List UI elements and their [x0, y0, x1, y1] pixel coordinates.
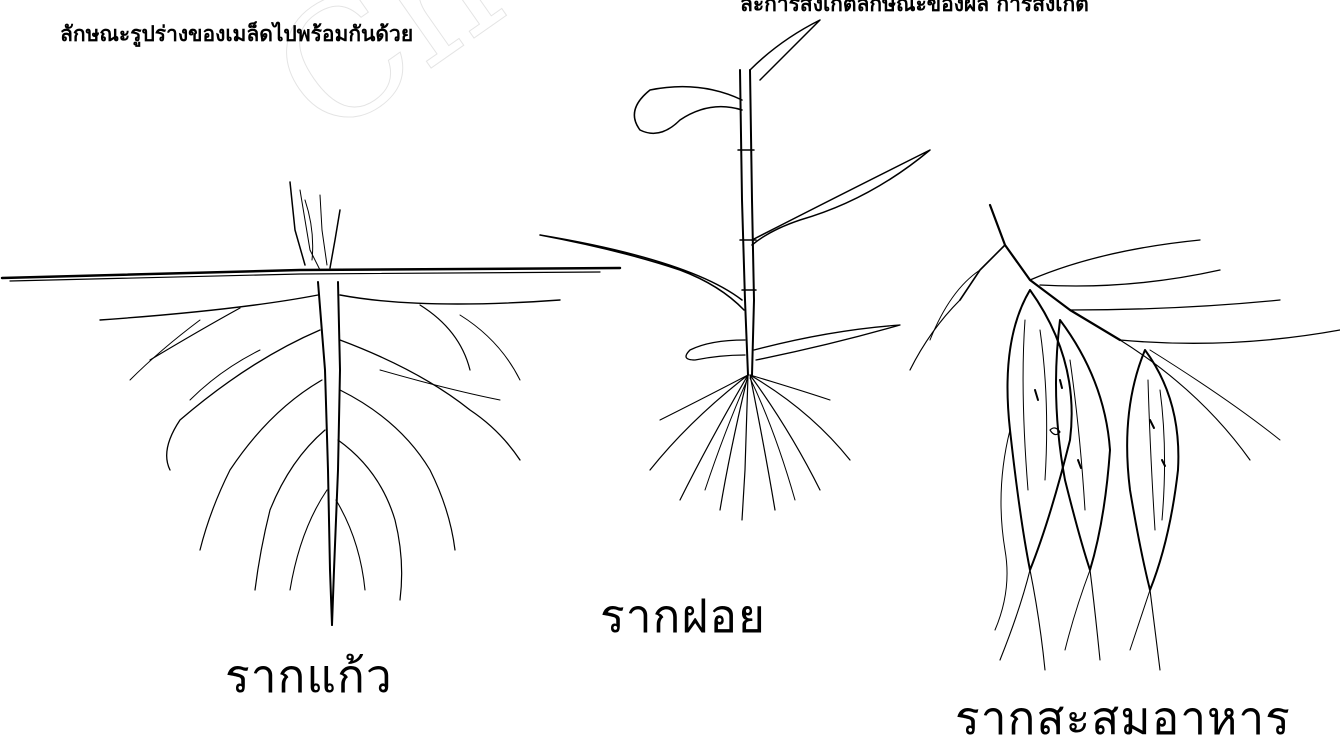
tap-root-label: รากแก้ว [225, 640, 393, 713]
storage-root-illustration-icon [900, 190, 1340, 680]
fibrous-root-illustration-icon [530, 0, 950, 570]
page-canvas: Ch ลักษณะรูปร่างของเมล็ดไปพร้อมกันด้วย ล… [0, 0, 1341, 718]
fibrous-root-label: รากฝอย [600, 580, 766, 653]
top-left-caption: ลักษณะรูปร่างของเมล็ดไปพร้อมกันด้วย [60, 18, 413, 51]
storage-root-label: รากสะสมอาหาร [955, 682, 1291, 755]
